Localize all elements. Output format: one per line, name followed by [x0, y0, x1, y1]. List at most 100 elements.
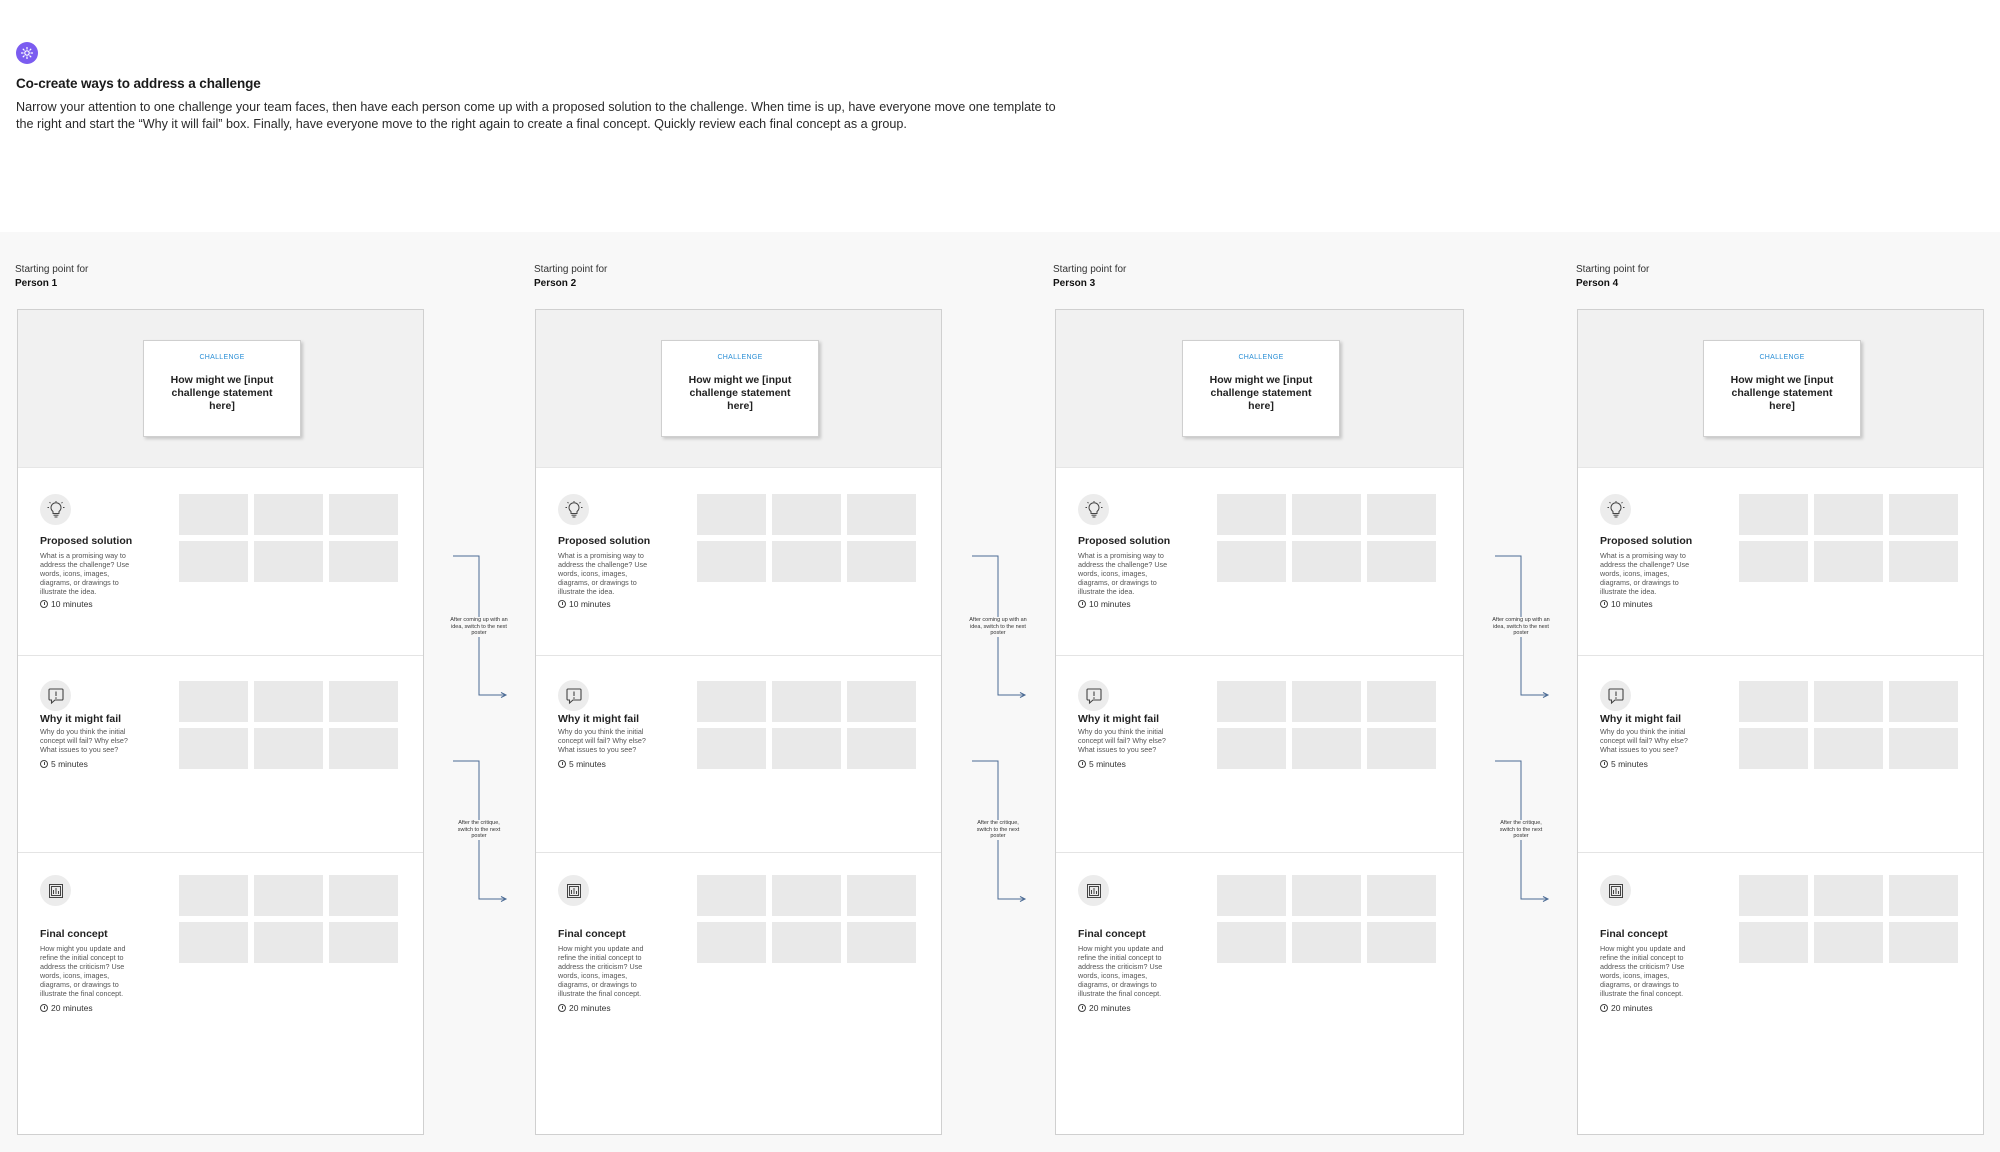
sticky-note-slot[interactable] — [772, 541, 841, 582]
challenge-statement[interactable]: How might we [input challenge statement … — [170, 374, 274, 412]
sticky-note-slot[interactable] — [697, 541, 766, 582]
sticky-note-slot[interactable] — [1889, 494, 1958, 535]
sticky-note-slot[interactable] — [1814, 922, 1883, 963]
challenge-statement[interactable]: How might we [input challenge statement … — [1209, 374, 1313, 412]
sticky-note-slot[interactable] — [697, 875, 766, 916]
sticky-note-slot[interactable] — [1217, 541, 1286, 582]
sticky-note-slot[interactable] — [329, 541, 398, 582]
sticky-note-slot[interactable] — [847, 728, 916, 769]
sticky-note-slot[interactable] — [254, 922, 323, 963]
sticky-note-slot[interactable] — [329, 922, 398, 963]
sticky-note-slot[interactable] — [1739, 494, 1808, 535]
sticky-note-slot[interactable] — [1739, 875, 1808, 916]
sticky-note-slot[interactable] — [1292, 494, 1361, 535]
exclamation-icon — [558, 680, 589, 711]
sticky-note-slot[interactable] — [179, 681, 248, 722]
sticky-note-slot[interactable] — [1814, 681, 1883, 722]
sticky-note-slot[interactable] — [1814, 494, 1883, 535]
chart-image-icon — [40, 875, 71, 906]
sticky-note-slot[interactable] — [254, 541, 323, 582]
sticky-note-slot[interactable] — [179, 728, 248, 769]
challenge-statement[interactable]: How might we [input challenge statement … — [688, 374, 792, 412]
sticky-note-slot[interactable] — [1367, 728, 1436, 769]
chart-image-icon — [1600, 875, 1631, 906]
sticky-note-slot[interactable] — [1889, 728, 1958, 769]
sticky-note-slot[interactable] — [1814, 541, 1883, 582]
sticky-note-slot[interactable] — [1367, 681, 1436, 722]
clock-icon — [40, 1004, 48, 1012]
sticky-note-slot[interactable] — [697, 681, 766, 722]
sticky-note-slot[interactable] — [329, 681, 398, 722]
sticky-note-slot[interactable] — [1367, 875, 1436, 916]
sticky-note-slot[interactable] — [1217, 681, 1286, 722]
sticky-note-slot[interactable] — [179, 875, 248, 916]
sticky-note-slot[interactable] — [1814, 875, 1883, 916]
sticky-note-slot[interactable] — [1292, 922, 1361, 963]
sticky-note-slot[interactable] — [1217, 875, 1286, 916]
sticky-note-slot[interactable] — [254, 494, 323, 535]
sticky-note-grid — [179, 681, 398, 769]
section-title: Proposed solution — [1078, 535, 1171, 547]
sticky-note-slot[interactable] — [1367, 922, 1436, 963]
sticky-note-slot[interactable] — [254, 681, 323, 722]
sticky-note-slot[interactable] — [1217, 922, 1286, 963]
sticky-note-slot[interactable] — [1292, 728, 1361, 769]
sticky-note-slot[interactable] — [329, 494, 398, 535]
sticky-note-slot[interactable] — [329, 728, 398, 769]
sticky-note-slot[interactable] — [847, 875, 916, 916]
sticky-note-slot[interactable] — [847, 494, 916, 535]
sticky-note-slot[interactable] — [1739, 728, 1808, 769]
clock-icon — [1600, 760, 1608, 768]
sticky-note-slot[interactable] — [1739, 681, 1808, 722]
section-description: What is a promising way to address the c… — [558, 551, 648, 596]
sticky-note-slot[interactable] — [1217, 494, 1286, 535]
sticky-note-slot[interactable] — [254, 728, 323, 769]
sticky-note-slot[interactable] — [1292, 681, 1361, 722]
sticky-note-slot[interactable] — [254, 875, 323, 916]
sticky-note-slot[interactable] — [179, 494, 248, 535]
sticky-note-slot[interactable] — [1739, 541, 1808, 582]
sticky-note-slot[interactable] — [1367, 494, 1436, 535]
sticky-note-slot[interactable] — [1739, 922, 1808, 963]
sticky-note-slot[interactable] — [1889, 922, 1958, 963]
section-title: Why it might fail — [1600, 713, 1682, 725]
sticky-note-slot[interactable] — [1889, 541, 1958, 582]
sticky-note-slot[interactable] — [179, 541, 248, 582]
sticky-note-slot[interactable] — [772, 681, 841, 722]
challenge-statement[interactable]: How might we [input challenge statement … — [1730, 374, 1834, 412]
sticky-note-slot[interactable] — [1889, 875, 1958, 916]
sticky-note-slot[interactable] — [697, 922, 766, 963]
sticky-note-slot[interactable] — [772, 494, 841, 535]
sticky-note-slot[interactable] — [1292, 541, 1361, 582]
section-time-label: 10 minutes — [569, 599, 611, 609]
sticky-note-grid — [697, 494, 916, 582]
sticky-note-slot[interactable] — [847, 681, 916, 722]
sticky-note-slot[interactable] — [1889, 681, 1958, 722]
sticky-note-slot[interactable] — [1367, 541, 1436, 582]
sticky-note-slot[interactable] — [772, 922, 841, 963]
sticky-note-slot[interactable] — [772, 728, 841, 769]
section-time-label: 10 minutes — [51, 599, 93, 609]
sticky-note-slot[interactable] — [1217, 728, 1286, 769]
sticky-note-slot[interactable] — [697, 728, 766, 769]
sticky-note-slot[interactable] — [847, 541, 916, 582]
sticky-note-slot[interactable] — [847, 922, 916, 963]
sticky-note-slot[interactable] — [329, 875, 398, 916]
sticky-note-slot[interactable] — [1814, 728, 1883, 769]
sticky-note-slot[interactable] — [772, 875, 841, 916]
sticky-note-slot[interactable] — [697, 494, 766, 535]
sticky-note-slot[interactable] — [179, 922, 248, 963]
sticky-note-slot[interactable] — [1292, 875, 1361, 916]
section-title: Final concept — [558, 928, 626, 940]
connector-label: After coming up with an idea, switch to … — [450, 617, 508, 637]
